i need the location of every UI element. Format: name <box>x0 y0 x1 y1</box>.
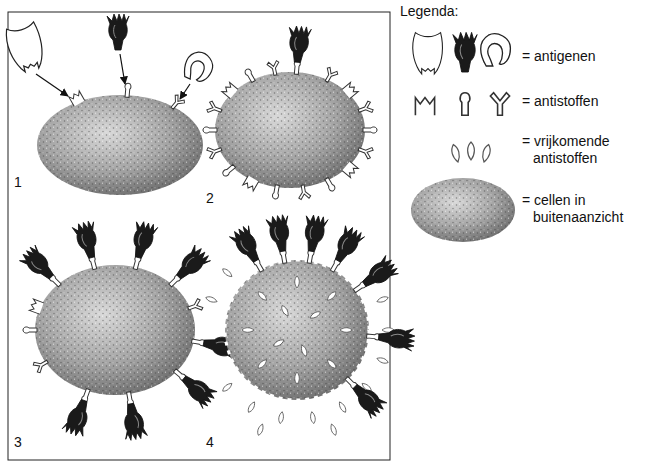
bound-antigen <box>72 220 106 272</box>
bound-antigen <box>118 390 148 441</box>
antibody-sample <box>415 98 434 116</box>
released-antibodies <box>205 267 394 436</box>
binding-arrow <box>180 84 190 99</box>
antibody <box>297 184 311 200</box>
antibody <box>124 83 131 97</box>
bound-antigen <box>62 385 99 438</box>
antibody <box>206 143 223 159</box>
panel-number: 1 <box>14 174 22 191</box>
antibody <box>203 127 217 133</box>
panel-number: 3 <box>14 434 22 451</box>
released-antibody-sample <box>468 142 475 160</box>
antigen <box>180 48 217 86</box>
released-antibody-sample <box>450 144 461 163</box>
antibody <box>324 177 336 192</box>
antibody <box>29 299 43 314</box>
cell-four <box>205 214 415 436</box>
legend-samples <box>411 32 515 242</box>
bound-antigen <box>168 362 219 410</box>
antibody <box>363 127 377 133</box>
antigen-sample <box>481 34 511 66</box>
bound-antigen <box>298 214 328 265</box>
binding-arrow <box>36 74 68 96</box>
legend-text: = antistoffen <box>522 93 661 110</box>
bound-antigen <box>266 214 296 265</box>
bound-antigen <box>285 25 311 75</box>
antibody <box>272 185 280 200</box>
cell-body <box>225 260 369 400</box>
binding-arrow <box>120 54 125 84</box>
legend-heading: Legenda: <box>400 3 458 20</box>
antibody <box>23 327 37 333</box>
legend-text: = cellen in buitenaanzicht <box>522 192 661 226</box>
cell-texture <box>35 265 195 395</box>
legend-text: = vrijkomende antistoffen <box>522 133 661 167</box>
cell-one <box>4 14 217 195</box>
antibody <box>342 82 358 98</box>
panel-number: 2 <box>206 190 214 207</box>
antibody <box>357 143 374 159</box>
bound-antigen <box>162 244 211 293</box>
antibody <box>222 82 238 98</box>
bound-antigen <box>18 244 67 293</box>
cell-body <box>37 95 203 195</box>
cell-two <box>203 25 377 200</box>
legend-text: = antigenen <box>522 48 661 65</box>
antibody <box>206 100 223 116</box>
antibody-sample <box>490 93 509 115</box>
antibody <box>32 356 50 373</box>
cell-body <box>35 265 195 395</box>
antibody <box>186 298 203 314</box>
antibody <box>69 91 85 107</box>
antibody <box>267 60 282 76</box>
panel-number: 4 <box>206 434 214 451</box>
antigen-sample <box>413 33 443 74</box>
antibody <box>357 100 374 116</box>
bound-antigen <box>228 224 271 277</box>
antibody <box>321 66 338 84</box>
cell-texture <box>37 95 203 195</box>
ruptured-membrane <box>225 260 369 400</box>
antibody-sample <box>460 93 470 115</box>
antigen <box>4 21 48 74</box>
released-antibody-sample <box>481 144 492 163</box>
antibody <box>243 175 259 191</box>
antibody <box>342 161 358 177</box>
bound-antigen <box>339 370 388 419</box>
antigen <box>107 14 129 50</box>
antibody <box>221 164 236 178</box>
cell-sample-texture <box>411 178 515 242</box>
antibody <box>168 94 186 112</box>
bound-antigen <box>348 254 400 300</box>
bound-antigen <box>125 220 159 272</box>
cell-texture <box>215 72 365 188</box>
bound-antigen <box>322 224 365 277</box>
cell-texture <box>225 260 369 400</box>
cell-three <box>18 220 241 441</box>
bound-antigen <box>366 325 416 351</box>
antigen-sample <box>453 32 477 72</box>
cell-body <box>215 72 365 188</box>
panel-frame <box>8 12 390 460</box>
cell-sample <box>411 178 515 242</box>
antibody <box>244 68 256 83</box>
